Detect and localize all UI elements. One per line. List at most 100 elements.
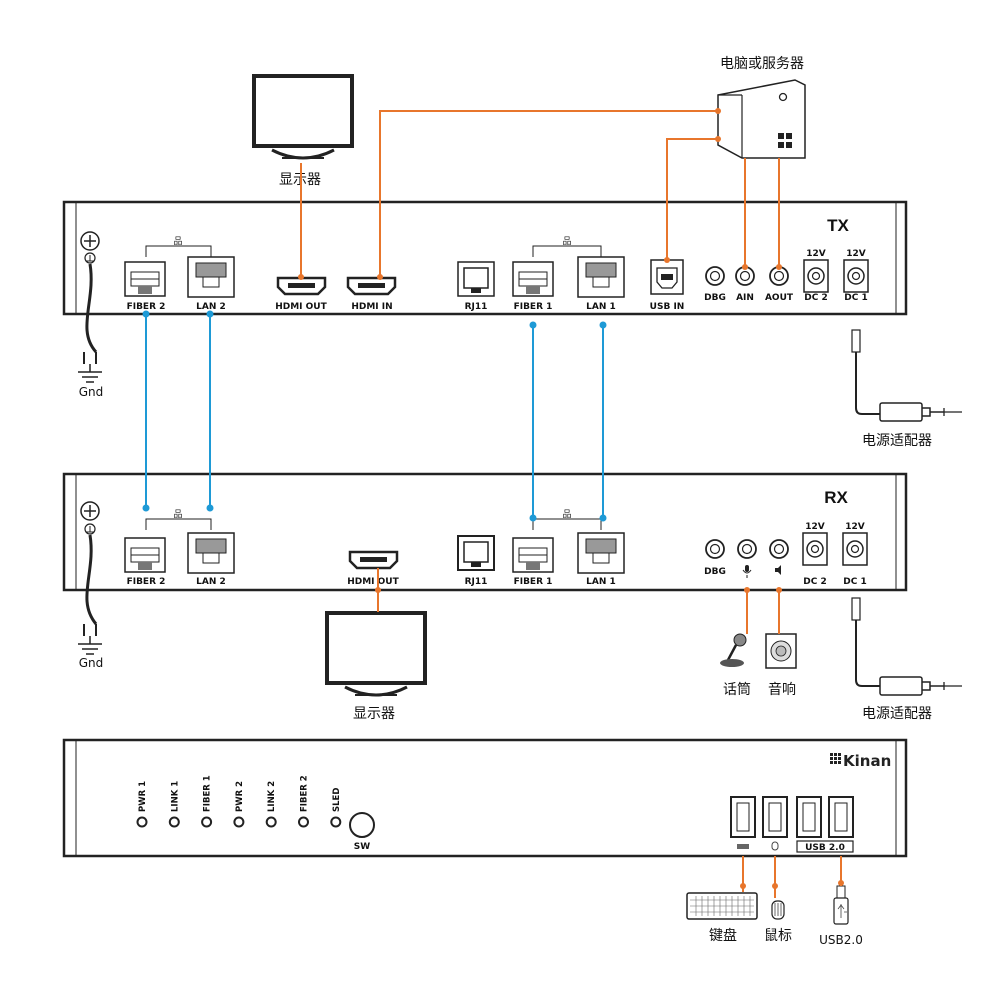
rx-dc2-label: DC 2 bbox=[803, 577, 826, 587]
tx-lan1-port[interactable] bbox=[577, 256, 625, 298]
led-label: SLED bbox=[332, 788, 342, 812]
rx-hdmi-out-label: HDMI OUT bbox=[347, 577, 399, 587]
cable-dot-usb-stick bbox=[838, 880, 844, 886]
rx-dc2-port[interactable] bbox=[802, 532, 828, 566]
led-light-icon bbox=[330, 816, 342, 828]
cable-dot-ain bbox=[742, 264, 748, 270]
rx-rj11-label: RJ11 bbox=[465, 577, 488, 587]
tx-hdmi-out-label: HDMI OUT bbox=[275, 302, 327, 312]
tx-dc1-port[interactable] bbox=[843, 259, 869, 293]
led-indicator: LINK 1 bbox=[168, 781, 180, 828]
rx-speaker-port[interactable] bbox=[769, 539, 789, 559]
brand-logo: Kinan bbox=[830, 752, 891, 770]
tx-adapter-label: 电源适配器 bbox=[862, 433, 932, 449]
tx-network-group-1-icon: 品 bbox=[562, 236, 571, 247]
rx-fiber2-port[interactable] bbox=[124, 537, 166, 573]
tx-lan2-label: LAN 2 bbox=[196, 302, 226, 312]
tx-dbg-label: DBG bbox=[704, 293, 726, 303]
rx-dbg-label: DBG bbox=[704, 567, 726, 577]
rx-hdmi-out-port[interactable] bbox=[348, 550, 399, 570]
rx-power-adapter-icon bbox=[851, 597, 962, 696]
link-dot-lan2-bottom bbox=[206, 504, 214, 512]
rx-dc1-port[interactable] bbox=[842, 532, 868, 566]
cable-tx-usb-in-from-computer bbox=[666, 138, 718, 260]
cable-dot-usb-in bbox=[664, 257, 670, 263]
tx-fiber1-label: FIBER 1 bbox=[514, 302, 553, 312]
rx-ground-screw-icon bbox=[78, 501, 102, 655]
rx-dbg-port[interactable] bbox=[705, 539, 725, 559]
tx-usb-in-label: USB IN bbox=[650, 302, 685, 312]
link-dot-fiber1-bottom bbox=[529, 514, 537, 522]
usb-port-3[interactable] bbox=[796, 796, 822, 838]
tx-dc1-label: DC 1 bbox=[844, 293, 867, 303]
led-light-icon bbox=[201, 816, 213, 828]
tx-usb-in-port[interactable] bbox=[650, 259, 684, 295]
rx-dc2-voltage: 12V bbox=[805, 522, 825, 532]
led-indicator: PWR 1 bbox=[136, 781, 148, 828]
led-label: PWR 2 bbox=[235, 781, 245, 812]
rx-dc1-label: DC 1 bbox=[843, 577, 866, 587]
tx-ain-label: AIN bbox=[736, 293, 754, 303]
tx-lan1-label: LAN 1 bbox=[586, 302, 616, 312]
tx-dc2-port[interactable] bbox=[803, 259, 829, 293]
rx-mic-port[interactable] bbox=[737, 539, 757, 559]
tx-lan2-port[interactable] bbox=[187, 256, 235, 298]
rx-lan1-port[interactable] bbox=[577, 532, 625, 574]
cable-dot-aout bbox=[776, 264, 782, 270]
cable-dot-computer-usb bbox=[715, 136, 721, 142]
led-light-icon bbox=[233, 816, 245, 828]
rx-title: RX bbox=[824, 488, 848, 507]
rx-network-group-1-icon: 品 bbox=[562, 509, 571, 520]
led-indicator: PWR 2 bbox=[233, 781, 245, 828]
cable-dot-mouse bbox=[772, 883, 778, 889]
keyboard-label: 键盘 bbox=[709, 927, 737, 944]
tx-rj11-label: RJ11 bbox=[465, 302, 488, 312]
led-light-icon bbox=[168, 816, 180, 828]
cable-dot-keyboard bbox=[740, 883, 746, 889]
tx-fiber1-port[interactable] bbox=[512, 261, 554, 297]
tx-rj11-port[interactable] bbox=[457, 261, 495, 297]
tx-hdmi-in-port[interactable] bbox=[346, 276, 397, 296]
usb-port-4[interactable] bbox=[828, 796, 854, 838]
led-label: FIBER 1 bbox=[203, 775, 213, 812]
tx-network-group-2-icon: 品 bbox=[173, 236, 182, 247]
computer-icon bbox=[717, 79, 806, 159]
speaker-label: 音响 bbox=[768, 681, 796, 698]
rx-lan1-label: LAN 1 bbox=[586, 577, 616, 587]
cable-dot-rx-mic bbox=[744, 587, 750, 593]
cable-dot-rx-speaker bbox=[776, 587, 782, 593]
rx-fiber1-port[interactable] bbox=[512, 537, 554, 573]
tx-fiber2-port[interactable] bbox=[124, 261, 166, 297]
brand-name: Kinan bbox=[843, 752, 891, 770]
tx-power-adapter-icon bbox=[851, 329, 962, 422]
tx-gnd-label: Gnd bbox=[79, 385, 104, 399]
link-dot-lan1-top bbox=[599, 321, 607, 329]
tx-dc2-voltage: 12V bbox=[806, 249, 826, 259]
tx-hdmi-out-port[interactable] bbox=[276, 276, 327, 296]
tx-monitor-icon bbox=[252, 74, 354, 160]
rx-fiber1-label: FIBER 1 bbox=[514, 577, 553, 587]
tx-title: TX bbox=[827, 216, 849, 235]
rx-speaker-symbol-icon bbox=[775, 565, 781, 575]
usb-port-keyboard[interactable] bbox=[730, 796, 756, 838]
tx-aout-label: AOUT bbox=[765, 293, 794, 303]
usb-device-label: USB2.0 bbox=[819, 933, 863, 947]
rx-adapter-label: 电源适配器 bbox=[862, 706, 932, 722]
rx-lan2-port[interactable] bbox=[187, 532, 235, 574]
rx-lan2-label: LAN 2 bbox=[196, 577, 226, 587]
link-dot-fiber2-bottom bbox=[142, 504, 150, 512]
tx-dbg-port[interactable] bbox=[705, 266, 725, 286]
usb-port-mouse[interactable] bbox=[762, 796, 788, 838]
led-label: FIBER 2 bbox=[300, 775, 310, 812]
led-indicator: SLED bbox=[330, 788, 342, 828]
link-dot-lan1-bottom bbox=[599, 514, 607, 522]
keyboard-icon bbox=[686, 892, 758, 920]
sw-button[interactable] bbox=[349, 812, 375, 838]
mouse-port-marker-icon bbox=[771, 841, 779, 851]
led-label: PWR 1 bbox=[138, 781, 148, 812]
rx-monitor-icon bbox=[325, 611, 427, 697]
rx-rj11-port[interactable] bbox=[457, 535, 495, 571]
usb2-badge: USB 2.0 bbox=[796, 840, 854, 853]
